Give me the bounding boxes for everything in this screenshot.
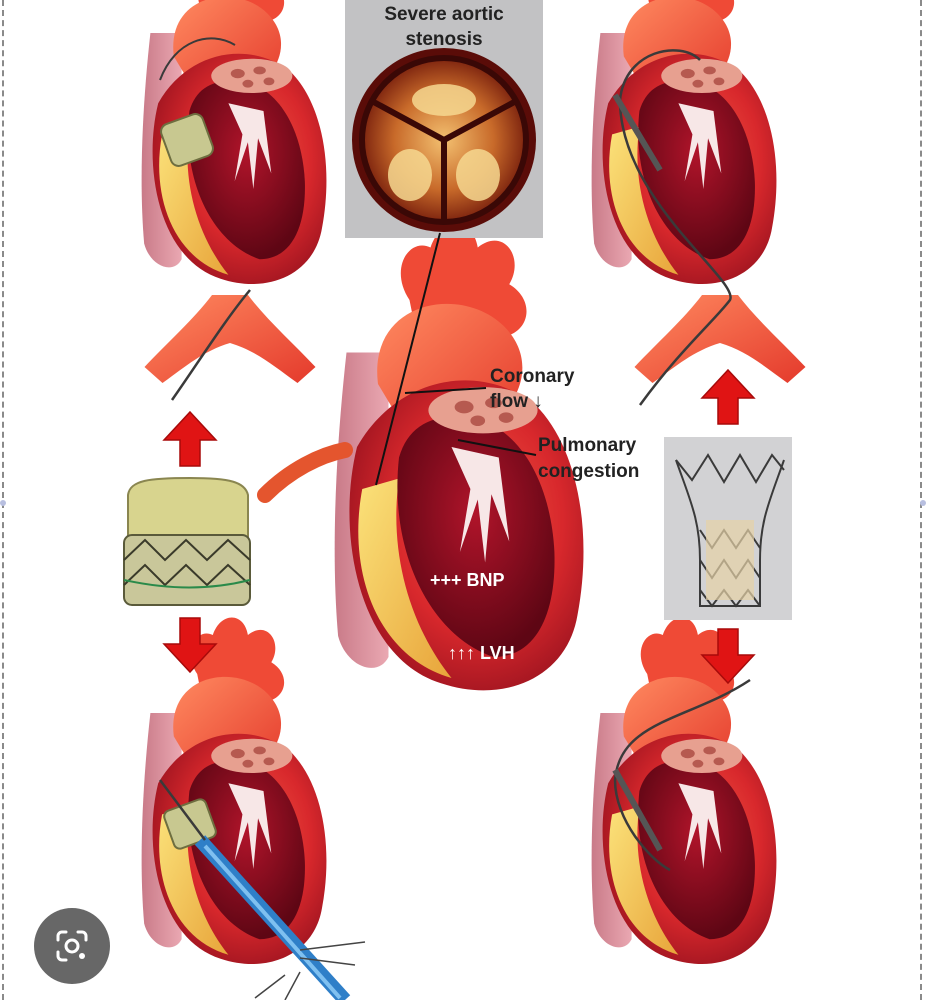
- left-edge-handle: [0, 500, 6, 506]
- coronary-flow-line2: flow ↓: [490, 391, 543, 412]
- bnp-label: +++ BNP: [430, 570, 505, 590]
- coronary-flow-label: Coronary flow ↓: [490, 364, 574, 414]
- lens-search-button[interactable]: [34, 908, 110, 984]
- google-lens-icon: [56, 930, 88, 962]
- stenosis-title: Severe aortic stenosis: [345, 2, 543, 52]
- pulmonary-congestion-label: Pulmonary congestion: [538, 433, 639, 485]
- stenosis-title-line1: Severe aortic: [384, 4, 504, 25]
- arrow-up-right: [701, 369, 755, 425]
- arrow-up-left: [163, 411, 217, 467]
- implanted-valve-top-left: [160, 113, 214, 167]
- right-edge-handle: [920, 500, 926, 506]
- descending-aorta-top-right: [634, 295, 806, 383]
- coronary-flow-line1: Coronary: [490, 366, 575, 387]
- pulmonary-congestion-line1: Pulmonary: [538, 435, 637, 456]
- heart-top-right: [591, 0, 777, 284]
- pulmonary-congestion-line2: congestion: [538, 461, 640, 482]
- stenosis-title-line2: stenosis: [405, 29, 483, 50]
- balloon-expandable-valve: [123, 476, 251, 606]
- descending-aorta-top-left: [144, 295, 316, 383]
- lvh-label: ↑↑↑ LVH: [448, 643, 515, 663]
- heart-bottom-right: [591, 617, 777, 964]
